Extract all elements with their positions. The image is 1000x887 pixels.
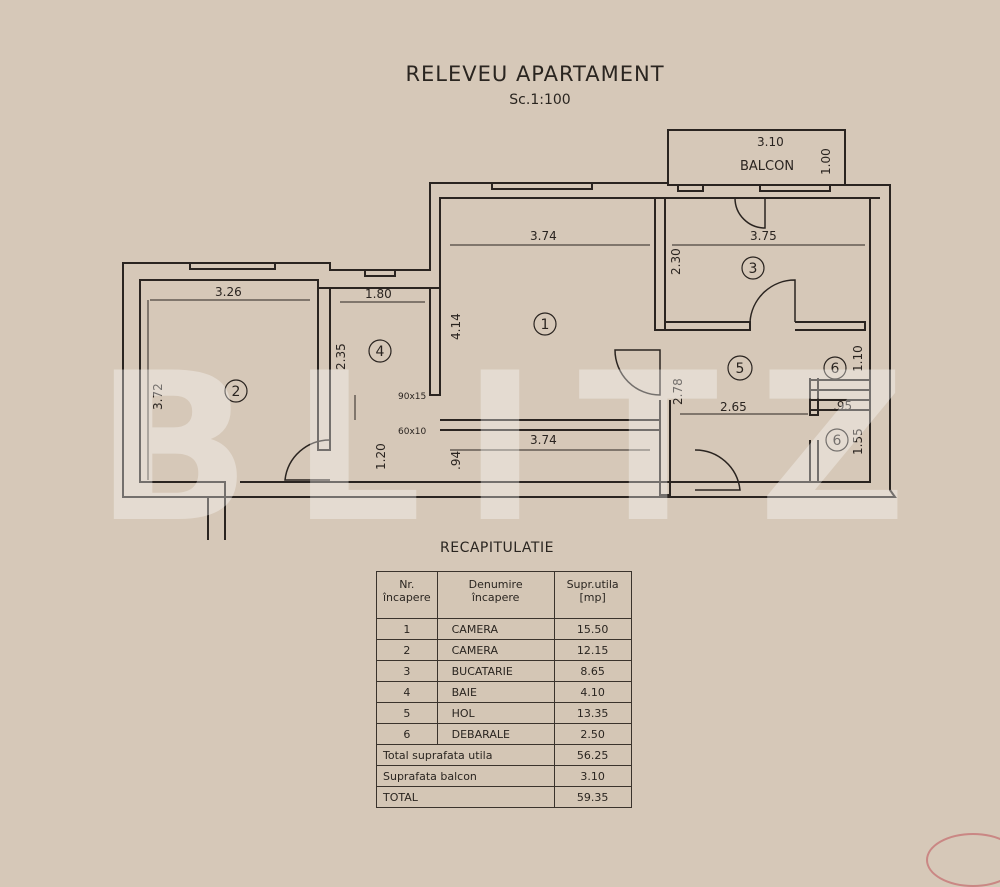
svg-text:2: 2 — [232, 384, 241, 400]
dim-r2-w: 3.26 — [215, 285, 242, 299]
room-area: 15.50 — [553, 618, 632, 640]
total-label: Suprafata balcon — [376, 765, 555, 787]
room-nr: 6 — [376, 723, 438, 745]
room-name: CAMERA — [436, 618, 555, 640]
dim-r5-w: 2.65 — [720, 400, 747, 414]
balcony-label: BALCON — [740, 159, 794, 174]
dim-r1-low: .94 — [449, 451, 463, 470]
dim-r2-h: 3.72 — [151, 383, 165, 410]
dim-r4-shower: 90x15 — [398, 392, 426, 402]
room-area: 8.65 — [553, 660, 632, 682]
watermark: BLITZ — [95, 330, 947, 568]
total-value: 59.35 — [553, 786, 632, 808]
plan-title: RELEVEU APARTAMENT — [405, 62, 665, 86]
dim-balcony-w: 3.10 — [757, 135, 784, 149]
dim-r6-w: .95 — [833, 399, 852, 413]
dim-r4-low: 1.20 — [374, 443, 388, 470]
svg-text:6: 6 — [833, 433, 842, 449]
room-nr: 1 — [376, 618, 438, 640]
svg-text:5: 5 — [736, 361, 745, 377]
header-name: Denumire încapere — [436, 571, 555, 619]
dim-r1-bottom: 3.74 — [530, 433, 557, 447]
room-number-1: 1 — [533, 312, 557, 336]
svg-text:4: 4 — [376, 344, 385, 360]
dim-balcony-h: 1.00 — [819, 148, 833, 175]
total-label: TOTAL — [376, 786, 555, 808]
room-area: 2.50 — [553, 723, 632, 745]
recap-table: Nr. încapere Denumire încapere Supr.util… — [376, 571, 632, 808]
room-nr: 4 — [376, 681, 438, 703]
dim-r4-h: 2.35 — [334, 343, 348, 370]
room-name: BUCATARIE — [436, 660, 555, 682]
room-name: DEBARALE — [436, 723, 555, 745]
room-area: 12.15 — [553, 639, 632, 661]
room-number-2: 2 — [224, 379, 248, 403]
total-label: Total suprafata utila — [376, 744, 555, 766]
total-value: 56.25 — [553, 744, 632, 766]
room-nr: 2 — [376, 639, 438, 661]
dim-r4-w: 1.80 — [365, 287, 392, 301]
room-area: 13.35 — [553, 702, 632, 724]
dim-r4-sink: 60x10 — [398, 427, 427, 437]
room-name: HOL — [436, 702, 555, 724]
floor-plan: 3.10 BALCON 1.00 3.74 4.14 3.74 .94 3.26… — [122, 129, 897, 540]
room-nr: 5 — [376, 702, 438, 724]
dim-r1-top: 3.74 — [530, 229, 557, 243]
recap-title: RECAPITULATIE — [440, 540, 554, 556]
dim-r5-h: 2.78 — [671, 378, 685, 405]
room-area: 4.10 — [553, 681, 632, 703]
room-name: CAMERA — [436, 639, 555, 661]
svg-text:3: 3 — [749, 261, 758, 277]
svg-text:6: 6 — [831, 361, 840, 377]
room-number-5: 5 — [727, 355, 753, 381]
header-area: Supr.utila [mp] — [553, 571, 632, 619]
walls — [122, 129, 897, 540]
stamp — [926, 833, 1000, 887]
header-nr: Nr. încapere — [376, 571, 438, 619]
room-number-4: 4 — [368, 339, 392, 363]
room-number-3: 3 — [741, 256, 765, 280]
dim-r6a-h: 1.10 — [851, 345, 865, 372]
svg-text:1: 1 — [541, 317, 550, 333]
dim-r1-h: 4.14 — [449, 313, 463, 340]
total-value: 3.10 — [553, 765, 632, 787]
room-number-6a: 6 — [823, 356, 847, 380]
room-nr: 3 — [376, 660, 438, 682]
room-name: BAIE — [436, 681, 555, 703]
dim-r3-h: 2.30 — [669, 248, 683, 275]
room-number-6b: 6 — [825, 428, 849, 452]
dim-r3-w: 3.75 — [750, 229, 777, 243]
plan-scale: Sc.1:100 — [509, 92, 571, 108]
dim-r6b-h: 1.55 — [851, 428, 865, 455]
